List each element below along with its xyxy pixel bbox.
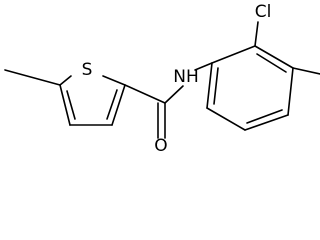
bond-ring-4-5 [244, 114, 289, 131]
bond-ring-6-1-inner [213, 67, 219, 105]
bond-ring-2-3-inner [256, 53, 287, 73]
thiophene-ring [59, 75, 126, 126]
atom-label-sulfur: S [82, 60, 93, 80]
bond-c3-c2-double [106, 89, 118, 120]
bond-c5-c4 [59, 84, 71, 126]
bond-c2-carbonyl [124, 84, 166, 104]
bond-c2-s [102, 75, 126, 86]
bond-c3-c2 [111, 84, 126, 126]
bond-ring-methyl [292, 67, 320, 75]
bond-ring-6-1 [206, 62, 213, 109]
bond-nitrogen-ring [194, 62, 213, 71]
bond-c5-c4-double [66, 90, 76, 120]
bond-ring-5-6 [206, 107, 246, 131]
atom-label-amide-nitrogen: NH [173, 67, 199, 87]
bond-carbonyl-nitrogen [164, 85, 184, 104]
bond-ring-3-4 [287, 67, 294, 116]
bond-ring-1-2 [211, 45, 256, 64]
bond-ring-4-5-inner [246, 109, 283, 124]
chemical-structure-diagram: S NH O Cl [4, 2, 320, 155]
amide-group [124, 62, 213, 139]
atom-label-carbonyl-oxygen: O [154, 136, 167, 155]
bond-thiophene-methyl [4, 69, 61, 86]
benzene-ring [206, 45, 294, 131]
bond-s-c5 [59, 75, 72, 86]
bond-ring-chlorine [254, 21, 259, 47]
atom-label-chlorine: Cl [255, 2, 272, 22]
bond-ring-2-3 [254, 45, 294, 69]
